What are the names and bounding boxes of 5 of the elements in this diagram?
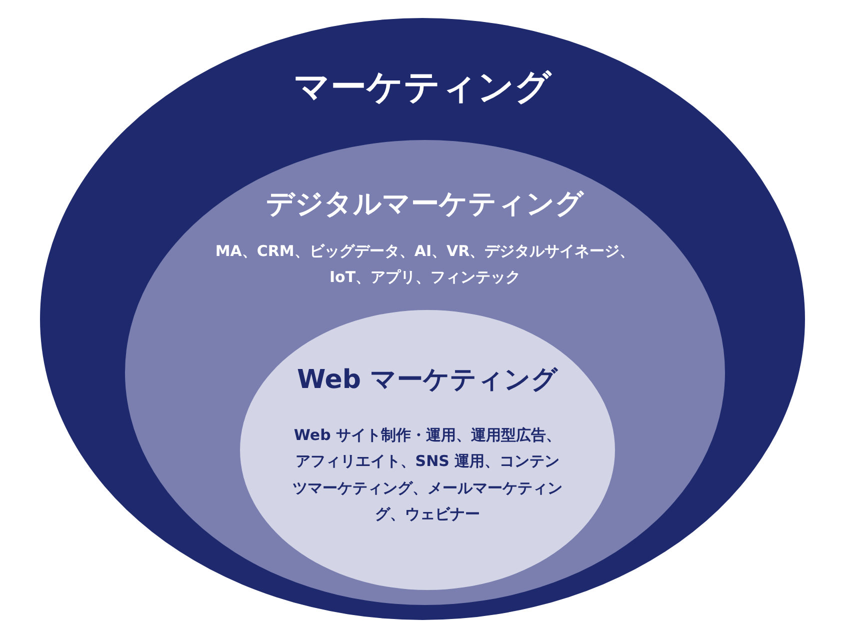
heading-text: デジタルマーケティング xyxy=(265,186,585,222)
description-text: MA、CRM、ビッグデータ、AI、VR、デジタルサイネージ、IoT、アプリ、フィンテック xyxy=(215,241,635,288)
description-text: Web サイト制作・運用、運用型広告、アフィリエイト、SNS 運用、コンテンツマーケティング、メールマーケティング、ウェビナー xyxy=(292,425,562,525)
heading-text: Web マーケティング xyxy=(296,364,560,397)
heading-text: マーケティング xyxy=(292,66,553,110)
